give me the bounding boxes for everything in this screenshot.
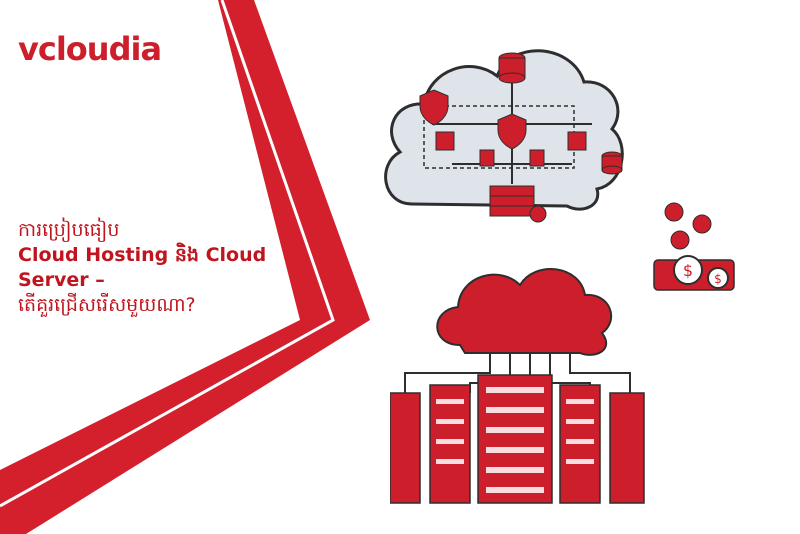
- database-icon: [498, 52, 526, 84]
- brand-logo: vcloudia: [18, 30, 162, 68]
- firewall-icon: [489, 185, 547, 223]
- headline-line-3: Server –: [18, 269, 105, 291]
- logo-text: vcloudia: [18, 30, 162, 68]
- shield-icon: [497, 113, 527, 150]
- database-icon: [601, 151, 623, 175]
- headline: ការប្រៀបធៀប Cloud Hosting និង Cloud Serv…: [18, 218, 348, 318]
- svg-text:$: $: [714, 272, 722, 286]
- headline-line-1: ការប្រៀបធៀប: [18, 219, 120, 241]
- headline-line-2: Cloud Hosting និង Cloud: [18, 244, 267, 266]
- svg-text:$: $: [683, 261, 693, 280]
- cloud-network-icon: [384, 49, 624, 223]
- server-rack-icon: [390, 268, 645, 504]
- headline-line-4: តើគួរជ្រើសរើសមួយណា?: [18, 294, 196, 316]
- coins-icon: $ $: [653, 202, 735, 291]
- shield-icon: [419, 89, 449, 126]
